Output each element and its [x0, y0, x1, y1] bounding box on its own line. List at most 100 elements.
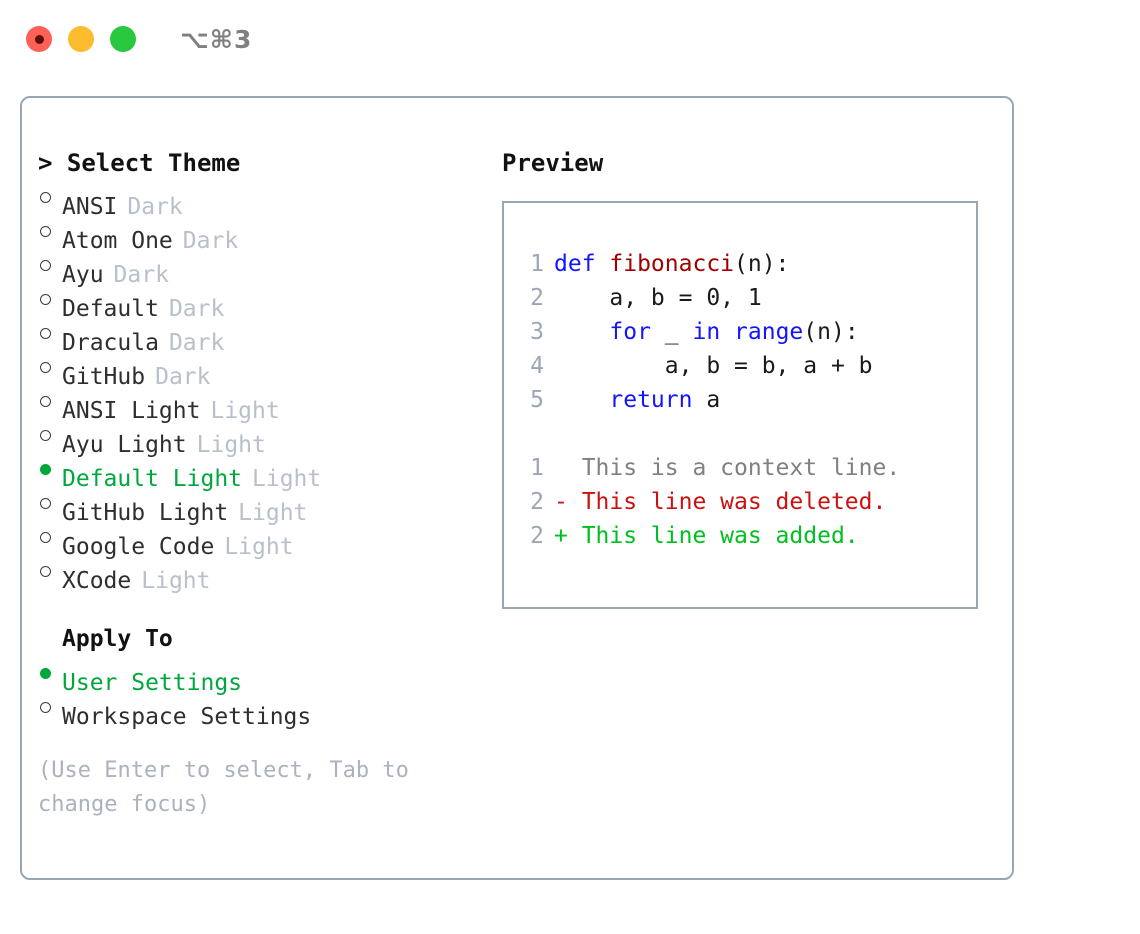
radio-selected-icon	[38, 452, 62, 486]
radio-unselected-icon	[38, 384, 62, 418]
code-token-plain: (n):	[803, 319, 859, 345]
radio-unselected-icon	[38, 418, 62, 452]
theme-option-11[interactable]: XCode Light	[38, 554, 478, 594]
theme-option-label: GitHub	[62, 364, 146, 390]
preview-heading: Preview	[502, 149, 604, 177]
apply-to-option-label: User Settings	[62, 670, 243, 696]
radio-unselected-icon	[38, 214, 62, 248]
theme-option-label: Default	[62, 296, 159, 322]
code-line-text: a, b = b, a + b	[554, 349, 873, 383]
apply-to-option-1[interactable]: Workspace Settings	[38, 690, 478, 730]
code-token-plain: _	[650, 319, 693, 345]
code-line-number: 4	[530, 353, 544, 379]
code-token-plain: a	[692, 387, 721, 413]
theme-option-1[interactable]: Atom One Dark	[38, 214, 478, 254]
radio-unselected-icon	[38, 690, 62, 724]
theme-variant-tag: Dark	[168, 296, 225, 322]
keyboard-hint-text: (Use Enter to select, Tab to change focu…	[38, 758, 409, 817]
diff-line-number: 2	[530, 489, 544, 515]
code-line: 2 a, b = 0, 1	[518, 281, 976, 315]
radio-unselected-icon	[38, 486, 62, 520]
diff-line-text-add: + This line was added.	[554, 523, 859, 549]
radio-unselected-icon	[38, 248, 62, 282]
code-line: 3 for _ in range(n):	[518, 315, 976, 349]
theme-variant-tag: Light	[141, 568, 211, 594]
apply-to-heading: Apply To	[62, 626, 173, 652]
theme-option-label: ANSI Light	[62, 398, 201, 424]
keyboard-shortcut-label: ⌥⌘3	[180, 24, 253, 54]
diff-line: 1 This is a context line.	[518, 451, 976, 485]
code-line-number: 2	[530, 285, 544, 311]
code-line: 1 def fibonacci(n):	[518, 247, 976, 281]
theme-option-label: Ayu Light	[62, 432, 187, 458]
close-button[interactable]	[26, 26, 52, 52]
diff-line-number: 2	[530, 523, 544, 549]
code-token-plain: a, b = 0, 1	[554, 285, 762, 311]
theme-option-0[interactable]: ANSI Dark	[38, 180, 478, 220]
theme-option-label: Dracula	[62, 330, 159, 356]
theme-variant-tag: Dark	[168, 330, 225, 356]
theme-variant-tag: Dark	[155, 364, 211, 390]
code-line-number: 5	[530, 387, 544, 413]
code-token-fn: fibonacci	[609, 251, 735, 277]
theme-option-label: Default Light	[62, 466, 243, 492]
apply-to-option-0[interactable]: User Settings	[38, 656, 478, 696]
select-theme-heading: > Select Theme	[38, 149, 241, 177]
radio-unselected-icon	[38, 316, 62, 350]
radio-unselected-icon	[38, 350, 62, 384]
diff-line-number: 1	[530, 455, 544, 481]
code-token-kw: in	[692, 319, 721, 345]
diff-line: 2 + This line was added.	[518, 519, 976, 553]
theme-option-3[interactable]: Default Dark	[38, 282, 478, 322]
code-token-plain	[554, 319, 609, 345]
theme-option-5[interactable]: GitHub Dark	[38, 350, 478, 390]
theme-option-label: Atom One	[62, 228, 173, 254]
code-line-text: for _ in range(n):	[554, 315, 859, 349]
code-line-text: def fibonacci(n):	[554, 247, 789, 281]
theme-variant-tag: Dark	[113, 262, 169, 288]
theme-option-label: ANSI	[62, 194, 118, 220]
minimize-button[interactable]	[68, 26, 94, 52]
theme-variant-tag: Light	[196, 432, 266, 458]
radio-unselected-icon	[38, 554, 62, 588]
code-token-kw: for	[609, 319, 651, 345]
radio-selected-icon	[38, 656, 62, 690]
code-token-plain	[554, 387, 609, 413]
code-line-number: 1	[530, 251, 544, 277]
maximize-button[interactable]	[110, 26, 136, 52]
theme-option-label: XCode	[62, 568, 132, 594]
theme-option-8[interactable]: Default Light Light	[38, 452, 478, 492]
theme-variant-tag: Light	[224, 534, 294, 560]
code-line: 5 return a	[518, 383, 976, 417]
radio-unselected-icon	[38, 282, 62, 316]
code-token-plain: (n):	[734, 251, 790, 277]
theme-variant-tag: Light	[252, 466, 322, 492]
theme-option-label: Google Code	[62, 534, 215, 560]
theme-variant-tag: Dark	[127, 194, 183, 220]
code-line-number: 3	[530, 319, 544, 345]
diff-line: 2- This line was deleted.	[518, 485, 976, 519]
apply-to-option-label: Workspace Settings	[62, 704, 312, 730]
diff-line-text-ctx: This is a context line.	[554, 455, 901, 481]
radio-unselected-icon	[38, 520, 62, 554]
theme-option-7[interactable]: Ayu Light Light	[38, 418, 478, 458]
traffic-light-group	[26, 26, 136, 52]
code-line-text: return a	[554, 383, 720, 417]
diff-sample: 1 This is a context line.2- This line wa…	[518, 451, 976, 553]
theme-option-4[interactable]: Dracula Dark	[38, 316, 478, 356]
code-token-plain: a, b = b, a + b	[554, 353, 873, 379]
code-token-kw: def	[554, 251, 610, 277]
theme-variant-tag: Dark	[182, 228, 239, 254]
theme-option-10[interactable]: Google Code Light	[38, 520, 478, 560]
code-line: 4 a, b = b, a + b	[518, 349, 976, 383]
